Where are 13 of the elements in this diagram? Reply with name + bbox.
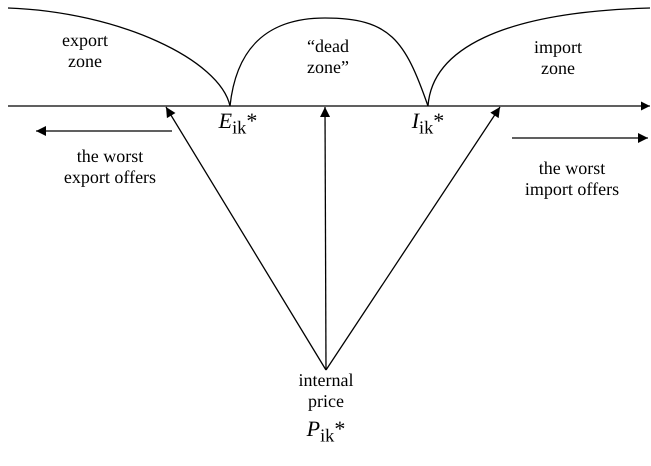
axis (8, 102, 650, 110)
offer-label: the worst export offers (62, 146, 158, 188)
arrow (325, 106, 501, 370)
price-symbol: P$_{ik}$* (306, 418, 346, 446)
zone-label: import zone (533, 37, 583, 79)
arrow (320, 107, 330, 370)
point-label: E$_{ik}$* (217, 110, 258, 138)
offer-label: the worst import offers (524, 158, 620, 200)
arrow (165, 106, 327, 370)
point-label: I$_{ik}$* (410, 110, 446, 138)
zone-label: “dead zone” (306, 36, 350, 78)
node-label: internal price (298, 370, 354, 412)
zone-label: export zone (61, 30, 109, 72)
